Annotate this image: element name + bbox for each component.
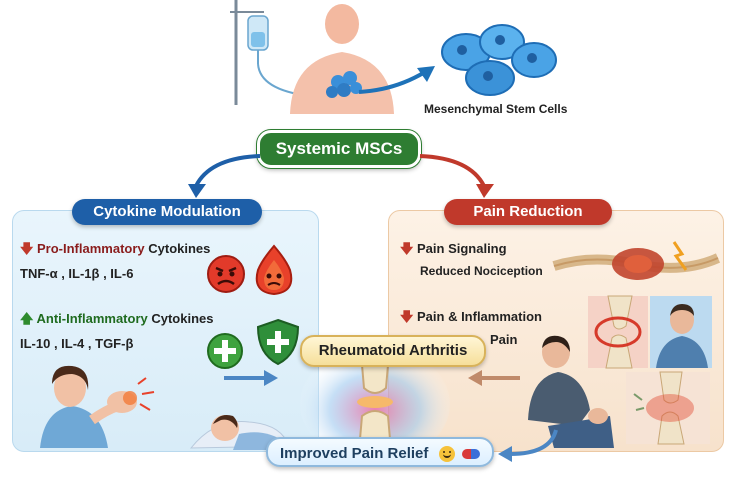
stem-cell-icon (441, 24, 557, 96)
stem-cell-icon (326, 71, 362, 98)
pro-inflammatory-list: TNF-α , IL-1β , IL-6 (20, 266, 134, 281)
pain-inflammation-heading: 🡇 Pain & Inflammation (400, 309, 542, 324)
arrow-to-cells (358, 66, 435, 94)
iv-drip-illustration (230, 0, 311, 105)
plus-circle-icon (207, 333, 243, 369)
branch-arrows (188, 154, 494, 198)
cells-label: Mesenchymal Stem Cells (424, 102, 568, 116)
arrow-left-to-center (224, 370, 278, 386)
pain-reduction-title: Pain Reduction (444, 199, 612, 225)
pro-inflammatory-heading: 🡇 Pro-Inflammatory Cytokines (20, 241, 211, 256)
flame-face-icon (255, 244, 293, 296)
stem-cells-cluster (441, 24, 557, 96)
cytokine-modulation-title: Cytokine Modulation (72, 199, 262, 225)
knee-joint-icon (588, 295, 648, 369)
man-discomfort-illustration (650, 296, 712, 368)
pain-signaling-heading: 🡇 Pain Signaling (400, 241, 507, 256)
anti-inflammatory-list: IL-10 , IL-4 , TGF-β (20, 336, 134, 351)
down-arrow-icon: 🡇 (20, 241, 34, 256)
down-arrow-icon: 🡇 (400, 241, 414, 256)
smile-emoji-icon (438, 446, 455, 463)
improved-pain-relief-label: Improved Pain Relief (266, 437, 494, 467)
pain-signaling-sub: Reduced Nociception (420, 264, 543, 278)
up-arrow-icon: 🡅 (20, 311, 34, 326)
pill-icon (461, 449, 480, 460)
systemic-mscs-title: Systemic MSCs (257, 130, 421, 168)
shield-plus-icon (256, 318, 300, 366)
man-knee-pain-illustration (528, 335, 614, 448)
arrow-right-to-center (468, 370, 520, 386)
nerve-icon (552, 241, 721, 280)
rheumatoid-arthritis-label: Rheumatoid Arthritis (300, 335, 486, 367)
anti-inflammatory-heading: 🡅 Anti-Inflammatory Cytokines (20, 311, 214, 326)
patient-torso-illustration (290, 4, 394, 114)
angry-face-icon (207, 255, 245, 293)
down-arrow-icon: 🡇 (400, 309, 414, 324)
pain-inflammation-sub: Pain (490, 332, 518, 347)
arrow-to-relief (498, 429, 558, 462)
woman-hand-pain-illustration (40, 365, 155, 448)
knee-joint-icon (626, 371, 710, 445)
